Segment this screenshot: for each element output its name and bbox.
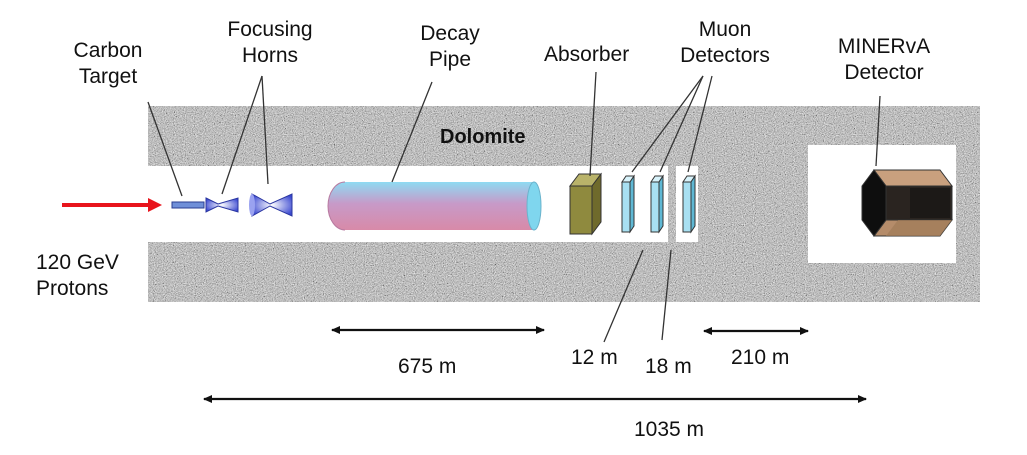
label-carbon-target-line1: Carbon (73, 39, 143, 62)
label-minerva-detector-line2: Detector (844, 61, 924, 84)
proton-beam-arrow (62, 198, 162, 212)
leader-muon-1 (631, 75, 704, 173)
label-carbon-target: Carbon Target (66, 38, 150, 90)
label-muon-detectors-line1: Muon (698, 18, 752, 41)
label-distance-210m: 210 m (731, 346, 790, 369)
minerva-detector-shape (861, 169, 953, 237)
focusing-horn-1-shape (205, 197, 239, 213)
leader-carbon-target (147, 101, 183, 197)
absorber-shape (569, 172, 602, 236)
leader-decay-pipe (391, 81, 433, 183)
label-protons-line2: Protons (36, 277, 109, 300)
label-dolomite: Dolomite (440, 126, 526, 148)
leader-minerva (875, 95, 881, 167)
label-distance-1035m: 1035 m (634, 418, 705, 441)
label-minerva-detector-line1: MINERvA (837, 35, 931, 58)
label-muon-detectors: Muon Detectors (668, 17, 782, 69)
leader-horn-2 (261, 75, 269, 185)
leader-absorber (589, 71, 597, 177)
muon-detector-2-shape (650, 174, 664, 234)
leader-12m (603, 249, 644, 343)
distance-arrows (203, 326, 867, 403)
label-decay-pipe: Decay Pipe (420, 21, 480, 73)
label-protons-line1: 120 GeV (36, 251, 119, 274)
label-decay-pipe-line2: Pipe (428, 48, 472, 71)
label-absorber: Absorber (544, 43, 630, 66)
label-minerva-detector: MINERvA Detector (828, 34, 940, 86)
label-muon-detectors-line2: Detectors (680, 44, 770, 67)
leader-horn-1 (221, 75, 263, 195)
carbon-target-shape (171, 201, 205, 209)
label-decay-pipe-line1: Decay (420, 22, 480, 45)
leader-muon-2 (659, 75, 704, 173)
label-distance-675m: 675 m (398, 355, 457, 378)
label-focusing-horns-line2: Horns (241, 44, 299, 67)
leader-18m (661, 249, 672, 341)
label-distance-12m: 12 m (571, 346, 618, 369)
label-focusing-horns: Focusing Horns (214, 17, 326, 69)
leader-lines (147, 71, 881, 343)
focusing-horn-2-shape (249, 193, 293, 217)
label-focusing-horns-line1: Focusing (227, 18, 313, 41)
muon-detector-3-shape (682, 174, 696, 234)
leader-muon-3 (687, 75, 713, 173)
label-distance-18m: 18 m (645, 355, 692, 378)
label-protons: 120 GeV Protons (36, 250, 119, 302)
muon-detector-1-shape (621, 174, 635, 234)
label-carbon-target-line2: Target (78, 65, 138, 88)
decay-pipe-shape (327, 181, 542, 231)
